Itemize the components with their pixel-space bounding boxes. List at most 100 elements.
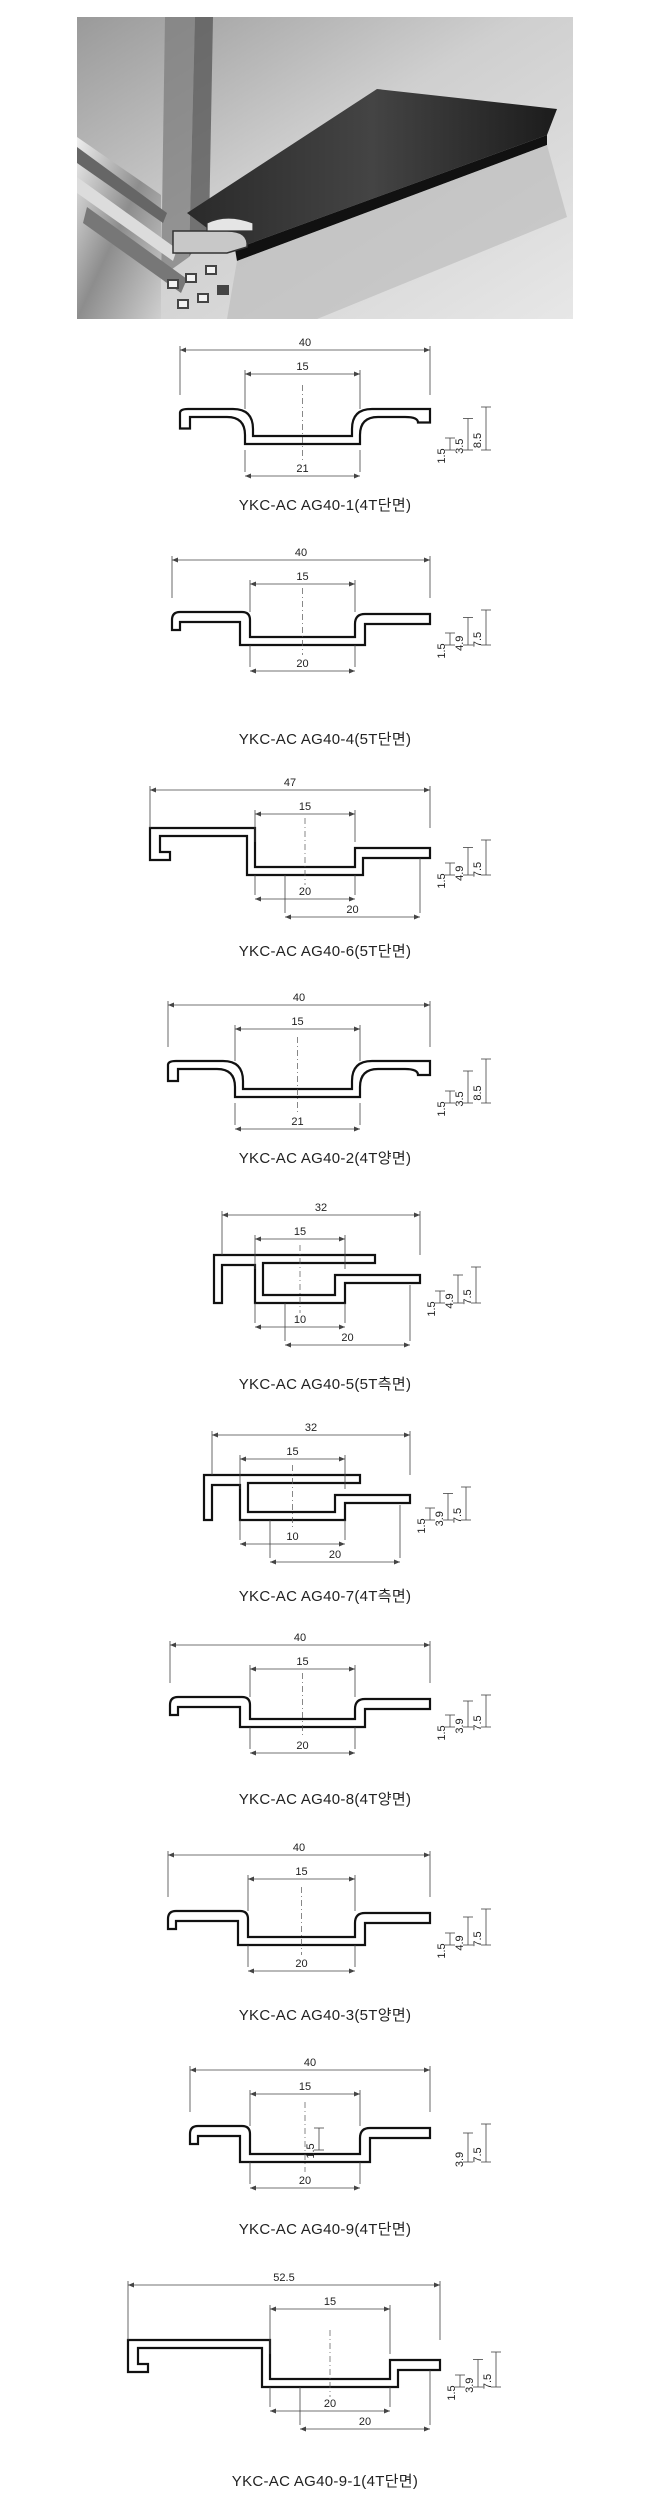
dim-width-label: 40: [299, 337, 311, 349]
dim-center-label: 1.5: [305, 2143, 317, 2158]
dim-channel-label: 15: [299, 801, 311, 813]
dim-right1-label: 1.5: [436, 1725, 448, 1740]
dim-bottom-label: 10: [294, 1314, 306, 1326]
dim-bottom2-label: 20: [346, 904, 358, 916]
dim-right3-label: 7.5: [472, 2147, 484, 2162]
dim-bottom-label: 20: [296, 1740, 308, 1752]
dim-right2-label: 3.5: [454, 1091, 466, 1106]
dim-right3-label: 8.5: [472, 1085, 484, 1100]
dim-bottom-label: 20: [299, 886, 311, 898]
profile-drawing-ag40-1: 40 15 21 1.5 3.5 8.5: [0, 330, 650, 510]
dim-channel-label: 15: [324, 2296, 336, 2308]
dim-right2-label: 4.9: [454, 866, 466, 881]
dim-width-label: 40: [294, 1632, 306, 1644]
dim-bottom-label: 20: [299, 2175, 311, 2187]
dim-right1-label: 1.5: [436, 1101, 448, 1116]
dim-right1-label: 1.5: [436, 873, 448, 888]
profile-outline: [166, 1909, 432, 1947]
dim-channel-label: 15: [299, 2081, 311, 2093]
profile-outline: [178, 407, 432, 446]
dim-bottom2-label: 20: [359, 2416, 371, 2428]
dim-right3-label: 7.5: [472, 862, 484, 877]
dim-width-label: 40: [295, 547, 307, 559]
profile-svg: 40 15 20 1.5 4.9 7.5: [166, 1842, 491, 1974]
dim-right1-label: 1.5: [436, 1943, 448, 1958]
dim-right3-label: 7.5: [472, 1931, 484, 1946]
profile-caption: YKC-AC AG40-5(5T측면): [238, 1376, 412, 1393]
dim-bottom-label: 20: [324, 2398, 336, 2410]
dim-right2-label: 4.9: [454, 636, 466, 651]
dim-width-label: 32: [305, 1422, 317, 1434]
profile-svg: 32 15 10 20 1.5 4.9 7.5: [212, 1202, 481, 1348]
dim-channel-label: 15: [286, 1446, 298, 1458]
profile-drawing-ag40-5: 32 15 10 20 1.5 4.9 7.5: [0, 1195, 650, 1395]
dim-width-label: 40: [293, 1842, 305, 1854]
dim-right3-label: 7.5: [482, 2374, 494, 2389]
dim-right3-label: 7.5: [472, 1715, 484, 1730]
profile-svg: 40 15 20 1.5 3.9 7.5: [168, 1632, 491, 1756]
dim-right2-label: 3.9: [454, 2152, 466, 2167]
profile-outline: [126, 2338, 442, 2389]
profile-outline: [202, 1473, 412, 1522]
profile-outline: [188, 2124, 432, 2164]
profile-caption: YKC-AC AG40-9(4T단면): [238, 2221, 412, 2238]
profile-caption: YKC-AC AG40-2(4T양면): [238, 1150, 412, 1167]
dim-right1-label: 1.5: [426, 1301, 438, 1316]
dim-channel-label: 15: [296, 571, 308, 583]
dim-right3-label: 7.5: [462, 1289, 474, 1304]
profile-caption: YKC-AC AG40-6(5T단면): [238, 943, 412, 960]
dim-bottom-label: 10: [286, 1531, 298, 1543]
dim-channel-label: 15: [295, 1866, 307, 1878]
dim-right3-label: 8.5: [472, 433, 484, 448]
profile-svg: 40 15 20 3.9 7.5 1.5: [188, 2057, 491, 2191]
dim-bottom-label: 20: [296, 658, 308, 670]
profile-caption: YKC-AC AG40-1(4T단면): [238, 497, 412, 514]
profile-svg: 40 15 21 1.5 3.5 8.5: [178, 337, 491, 479]
profile-drawing-ag40-8: 40 15 20 1.5 3.9 7.5: [0, 1625, 650, 1815]
dim-channel-label: 15: [291, 1016, 303, 1028]
dim-right1-label: 1.5: [416, 1518, 428, 1533]
dim-right3-label: 7.5: [472, 632, 484, 647]
profile-outline: [212, 1253, 422, 1305]
profile-caption: YKC-AC AG40-3(5T양면): [238, 2007, 412, 2024]
dim-width-label: 47: [284, 777, 296, 789]
dim-right2-label: 4.9: [444, 1293, 456, 1308]
dim-right1-label: 1.5: [446, 2385, 458, 2400]
profile-caption: YKC-AC AG40-7(4T측면): [238, 1588, 412, 1605]
dim-width-label: 40: [293, 992, 305, 1004]
product-photo: [77, 17, 573, 319]
dim-channel-label: 15: [296, 1656, 308, 1668]
dim-width-label: 40: [304, 2057, 316, 2069]
profile-outline: [170, 610, 432, 647]
profile-svg: 40 15 20 1.5 4.9 7.5: [170, 547, 491, 674]
dim-right1-label: 1.5: [436, 643, 448, 658]
dim-width-label: 32: [315, 1202, 327, 1214]
dim-right1-label: 1.5: [436, 448, 448, 463]
profile-outline: [148, 826, 432, 877]
dim-bottom2-label: 20: [341, 1332, 353, 1344]
profile-drawing-ag40-4: 40 15 20 1.5 4.9 7.5: [0, 540, 650, 740]
dim-right2-label: 4.9: [454, 1935, 466, 1950]
dim-right3-label: 7.5: [452, 1508, 464, 1523]
profile-outline: [166, 1059, 432, 1099]
dim-bottom-label: 20: [295, 1958, 307, 1970]
dim-bottom-label: 21: [296, 463, 308, 475]
profile-drawing-ag40-9: 40 15 20 3.9 7.5 1.5: [0, 2050, 650, 2240]
dim-channel-label: 15: [294, 1226, 306, 1238]
dim-right2-label: 3.9: [454, 1718, 466, 1733]
dim-channel-label: 15: [296, 361, 308, 373]
profile-drawing-ag40-3: 40 15 20 1.5 4.9 7.5: [0, 1835, 650, 2025]
profile-outline: [168, 1695, 432, 1729]
dim-bottom2-label: 20: [329, 1549, 341, 1561]
dim-right2-label: 3.5: [454, 439, 466, 454]
dim-width-label: 52.5: [273, 2272, 294, 2284]
profile-caption: YKC-AC AG40-8(4T양면): [238, 1791, 412, 1808]
